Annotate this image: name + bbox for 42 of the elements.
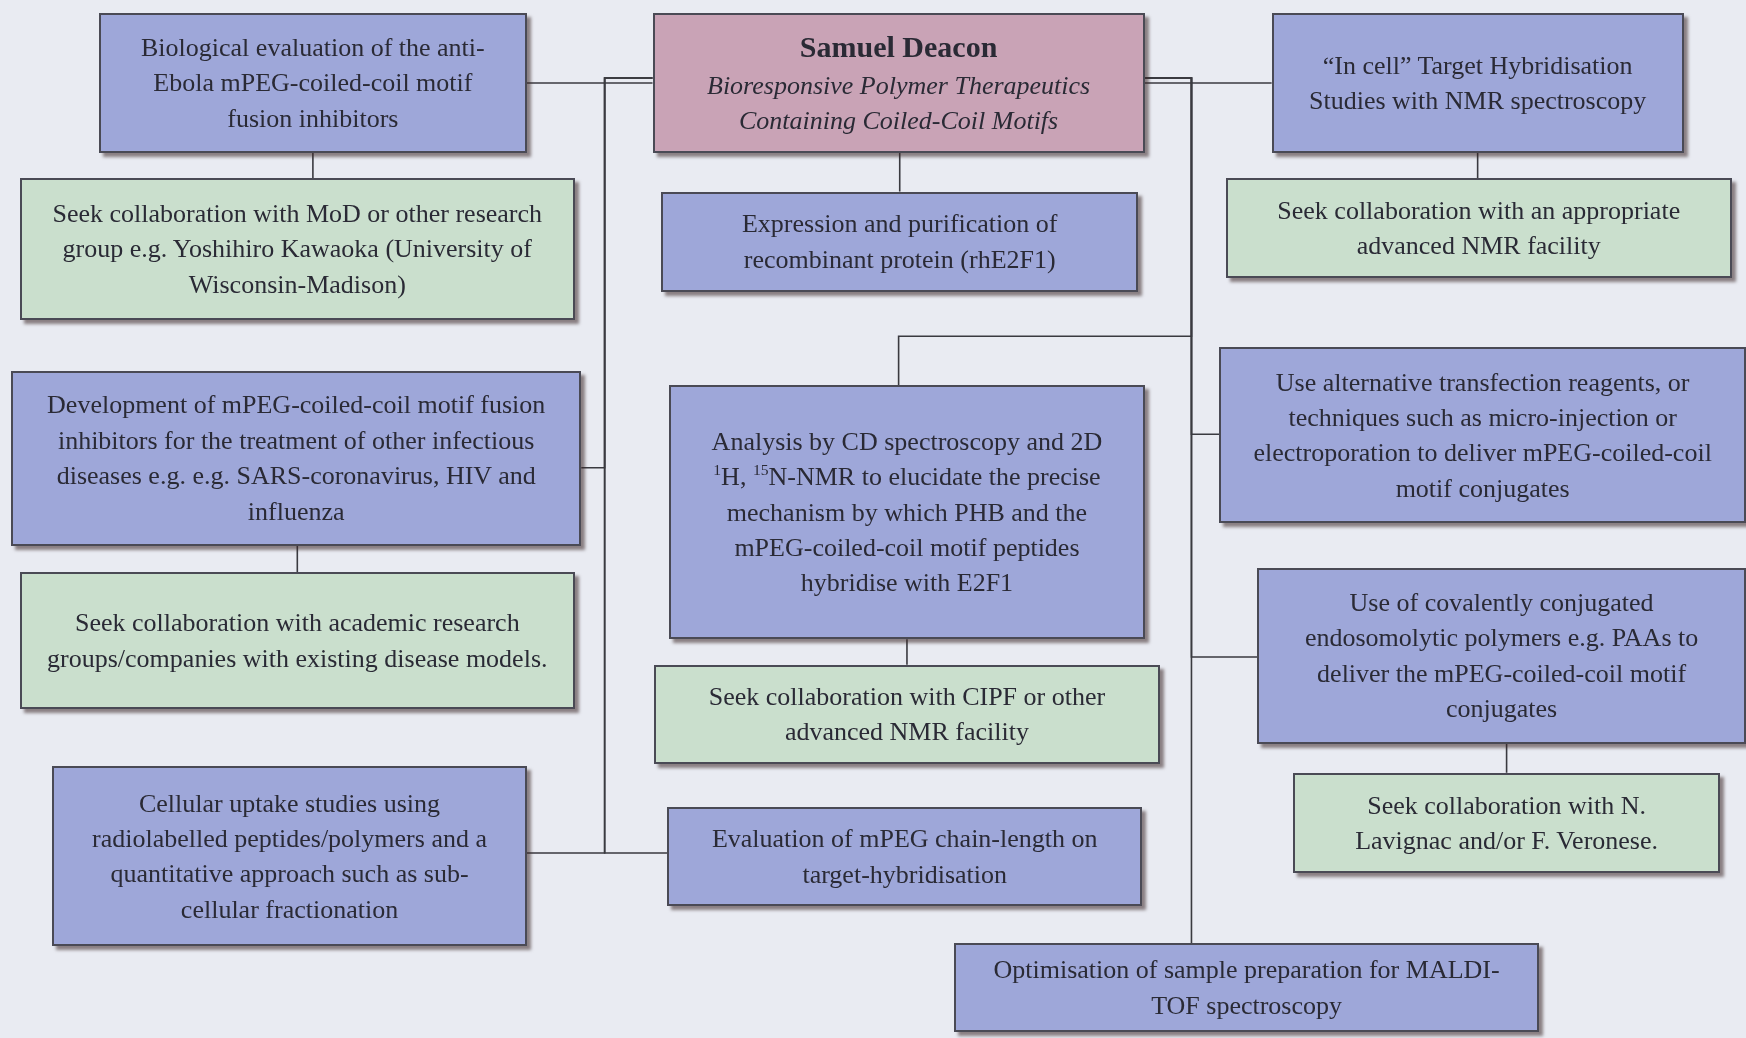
- connector-line: [603, 77, 668, 854]
- connector-line: [898, 151, 901, 193]
- box-text: Seek collaboration with CIPF or other advanced NMR facility: [707, 680, 1107, 749]
- process-box: [1219, 347, 1746, 524]
- process-box: [20, 572, 575, 710]
- box-text: Development of mPEG-coiled-coil motif fusion inhibitors for the treatment of other infectious diseases e.g. e.g. SARS-coronavirus, HIV and influenza: [46, 389, 547, 528]
- box-text: Use of covalently conjugated endosomolytic polymers e.g. PAAs to deliver the mPEG-coiled-coil motif conjugates: [1303, 587, 1700, 726]
- process-box: [661, 191, 1138, 292]
- box-text: “In cell” Target Hybridisation Studies with NMR spectroscopy: [1308, 49, 1648, 117]
- process-box: [1226, 178, 1732, 279]
- box-text: Biological evaluation of the anti-Ebola mPEG-coiled-coil motif fusion inhibitors: [140, 31, 486, 135]
- connector-line: [312, 151, 314, 179]
- box-text: Optimisation of sample preparation for MALDI-TOF spectroscopy: [992, 954, 1501, 1022]
- process-box: [11, 370, 582, 546]
- connector-line: [1476, 151, 1479, 179]
- process-box: [20, 178, 575, 320]
- box-text: Expression and purification of recombinant protein (rhE2F1): [740, 208, 1059, 276]
- process-box: [99, 13, 527, 153]
- process-box: [954, 943, 1539, 1033]
- process-box: [1257, 567, 1746, 744]
- connector-line: [1505, 743, 1508, 774]
- box-text: Analysis by CD spectroscopy and 2D $^{1}$H, $^{15}$N-NMR to elucidate the precise mechanism by which PHB and the mPEG-coiled-coil motif peptides hybridise with E2F1: [710, 425, 1104, 600]
- box-text: Seek collaboration with academic research groups/companies with existing disease models.: [46, 607, 549, 675]
- subtitle: Bioresponsive Polymer Therapeutics Containing Coiled-Coil Motifs: [706, 70, 1092, 138]
- box-text: Seek collaboration with N. Lavignac and/or F. Veronese.: [1354, 789, 1659, 857]
- box-text: Use alternative transfection reagents, or techniques such as micro-injection or electroporation to deliver mPEG-coiled-coil motif conjugates: [1252, 366, 1713, 505]
- connector-line: [525, 82, 654, 84]
- process-box: [669, 385, 1145, 640]
- connector-line: [296, 544, 299, 574]
- heading: Samuel Deacon: [799, 29, 998, 66]
- connector-line: [906, 638, 908, 666]
- connector-line: [1143, 82, 1273, 84]
- process-box: [52, 766, 527, 947]
- box-text: Evaluation of mPEG chain-length on target-hybridisation: [710, 823, 1099, 891]
- box-text: Cellular uptake studies using radiolabelled peptides/polymers and a quantitative approach such as sub-cellular fractionation: [91, 787, 488, 926]
- process-box: [653, 664, 1161, 764]
- process-box: [667, 807, 1143, 907]
- box-text: Seek collaboration with an appropriate advanced NMR facility: [1276, 194, 1682, 263]
- process-box: [1292, 772, 1721, 873]
- title-box: [652, 13, 1145, 153]
- box-text: Seek collaboration with MoD or other research group e.g. Yoshihiro Kawaoka (University of Wisconsin-Madison): [51, 197, 544, 301]
- process-box: [1271, 13, 1684, 153]
